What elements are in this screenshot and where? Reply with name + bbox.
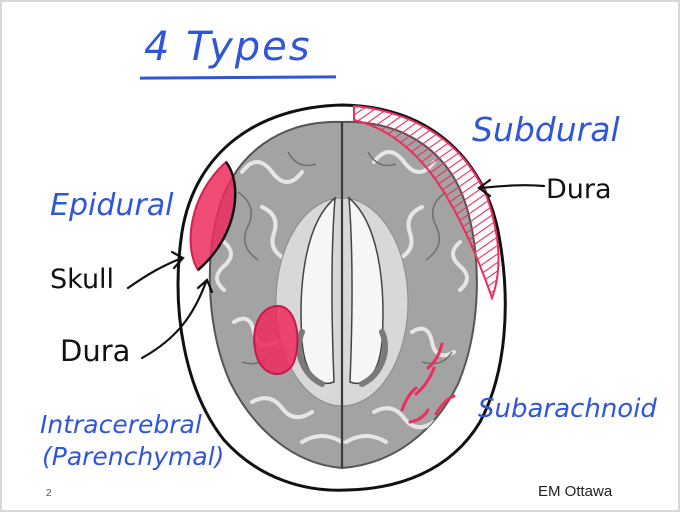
intracerebral-hemorrhage [253,304,299,375]
label-parenchymal: (Parenchymal) [42,442,225,471]
arrow-dura-right [477,178,546,198]
label-dura-left: Dura [60,334,131,368]
page-number: 2 [46,488,52,499]
label-intracerebral: Intracerebral [40,410,202,439]
brain-tissue [208,120,478,470]
label-skull: Skull [50,264,115,295]
label-subdural: Subdural [472,110,620,149]
subdural-hematoma [353,104,500,301]
slide-title: 4 Types [144,24,312,70]
arrow-dura-left [140,278,214,360]
label-epidural: Epidural [50,188,174,223]
skull-outline [176,103,507,492]
label-subarachnoid: Subarachnoid [478,394,657,424]
arrow-skull [126,250,185,290]
subarachnoid-hemorrhage [400,342,456,424]
footer-brand: EM Ottawa [538,483,613,500]
label-dura-right: Dura [546,174,612,205]
